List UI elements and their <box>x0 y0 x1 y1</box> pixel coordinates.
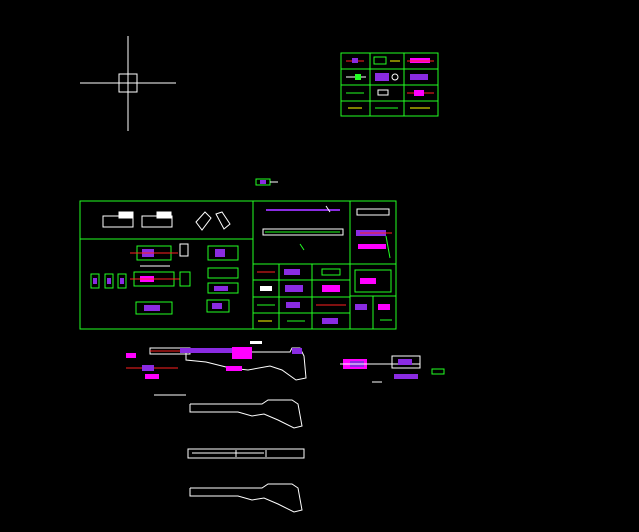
assembly-sheet-main[interactable] <box>79 200 397 330</box>
rifle-parts-detail[interactable] <box>340 355 445 383</box>
stock-top-view[interactable] <box>187 448 305 459</box>
rifle-assembly-view[interactable] <box>126 341 307 381</box>
cad-crosshair-cursor-icon <box>80 36 176 131</box>
parts-sheet-small[interactable] <box>340 52 439 117</box>
stock-profile-2[interactable] <box>189 483 303 513</box>
stock-profile-1[interactable] <box>154 394 303 429</box>
floating-part-detail[interactable] <box>255 178 278 186</box>
